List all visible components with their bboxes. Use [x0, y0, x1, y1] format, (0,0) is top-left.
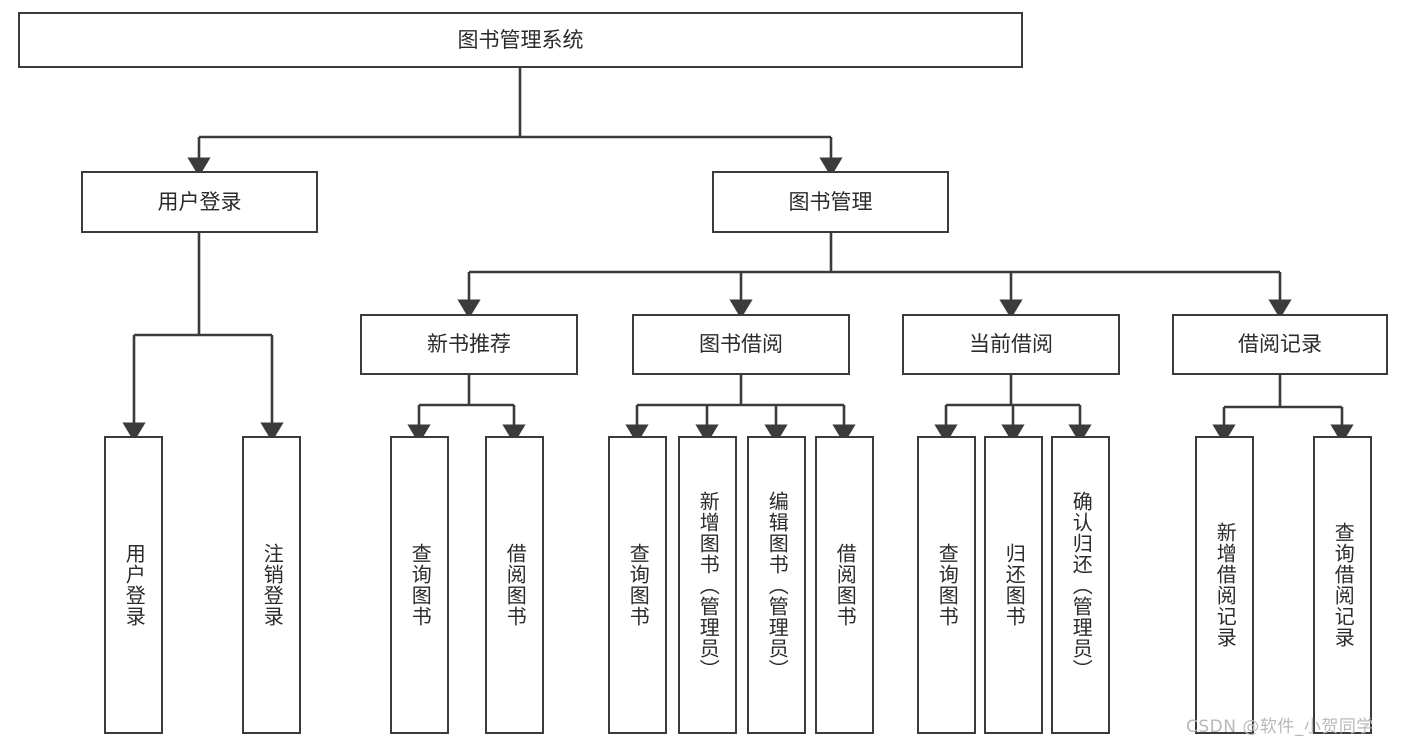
node-current-borrow[interactable]: 当前借阅	[902, 314, 1120, 375]
leaf-return-book[interactable]: 归还图书	[984, 436, 1043, 734]
node-new-book-recommend[interactable]: 新书推荐	[360, 314, 578, 375]
watermark-text: CSDN @软件_小贺同学	[1186, 717, 1374, 737]
node-label: 用户登录	[122, 543, 147, 627]
node-label: 新增图书（管理员）	[696, 490, 721, 680]
leaf-confirm-return[interactable]: 确认归还（管理员）	[1051, 436, 1110, 734]
node-book-manage[interactable]: 图书管理	[712, 171, 949, 233]
node-label: 借阅记录	[1238, 332, 1322, 357]
node-label: 查询图书	[626, 543, 651, 627]
leaf-query-book-current[interactable]: 查询图书	[917, 436, 976, 734]
node-borrow-record[interactable]: 借阅记录	[1172, 314, 1388, 375]
leaf-logout-login[interactable]: 注销登录	[242, 436, 301, 734]
node-book-borrow[interactable]: 图书借阅	[632, 314, 850, 375]
node-label: 借阅图书	[833, 543, 858, 627]
node-label: 当前借阅	[969, 332, 1053, 357]
leaf-add-book[interactable]: 新增图书（管理员）	[678, 436, 737, 734]
node-label: 新增借阅记录	[1213, 522, 1238, 648]
leaf-query-borrow-record[interactable]: 查询借阅记录	[1313, 436, 1372, 734]
node-label: 归还图书	[1002, 543, 1027, 627]
node-label: 查询借阅记录	[1331, 522, 1356, 648]
leaf-borrow-book[interactable]: 借阅图书	[815, 436, 874, 734]
node-label: 新书推荐	[427, 332, 511, 357]
node-label: 图书管理系统	[457, 27, 584, 52]
leaf-edit-book[interactable]: 编辑图书（管理员）	[747, 436, 806, 734]
leaf-query-book-borrow[interactable]: 查询图书	[608, 436, 667, 734]
node-label: 查询图书	[935, 543, 960, 627]
node-label: 图书管理	[788, 189, 873, 214]
node-label: 查询图书	[408, 543, 433, 627]
node-label: 注销登录	[260, 543, 285, 627]
node-label: 确认归还（管理员）	[1069, 490, 1094, 680]
node-label: 用户登录	[157, 189, 242, 214]
node-label: 借阅图书	[503, 543, 528, 627]
node-label: 编辑图书（管理员）	[765, 490, 790, 680]
leaf-borrow-book-recommend[interactable]: 借阅图书	[485, 436, 544, 734]
node-user-login[interactable]: 用户登录	[81, 171, 318, 233]
leaf-query-book-recommend[interactable]: 查询图书	[390, 436, 449, 734]
leaf-add-borrow-record[interactable]: 新增借阅记录	[1195, 436, 1254, 734]
node-root-system[interactable]: 图书管理系统	[18, 12, 1023, 68]
node-label: 图书借阅	[699, 332, 783, 357]
leaf-user-login[interactable]: 用户登录	[104, 436, 163, 734]
